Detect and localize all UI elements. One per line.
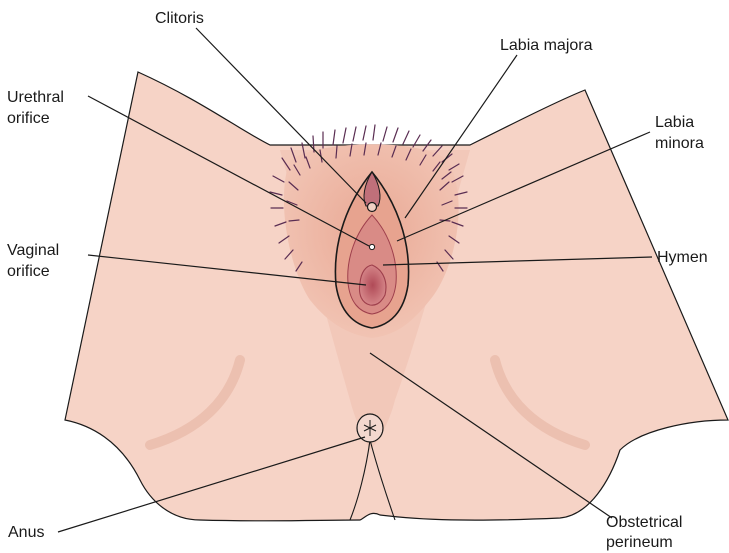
label-vaginal-orifice-line1: Vaginal <box>7 242 59 259</box>
clitoris-shape <box>368 203 377 212</box>
label-urethral-orifice-line2: orifice <box>7 110 50 127</box>
label-labia-majora: Labia majora <box>500 37 593 54</box>
label-obstetrical-perineum-line1: Obstetrical <box>606 514 682 531</box>
label-labia-minora-line1: Labia <box>655 114 694 131</box>
label-vaginal-orifice-line2: orifice <box>7 263 50 280</box>
label-urethral-orifice-line1: Urethral <box>7 89 64 106</box>
label-obstetrical-perineum-line2: perineum <box>606 534 673 551</box>
urethral-orifice-shape <box>369 244 374 249</box>
label-clitoris: Clitoris <box>155 10 204 27</box>
label-labia-minora-line2: minora <box>655 135 704 152</box>
label-anus: Anus <box>8 524 44 541</box>
label-hymen: Hymen <box>657 249 708 266</box>
